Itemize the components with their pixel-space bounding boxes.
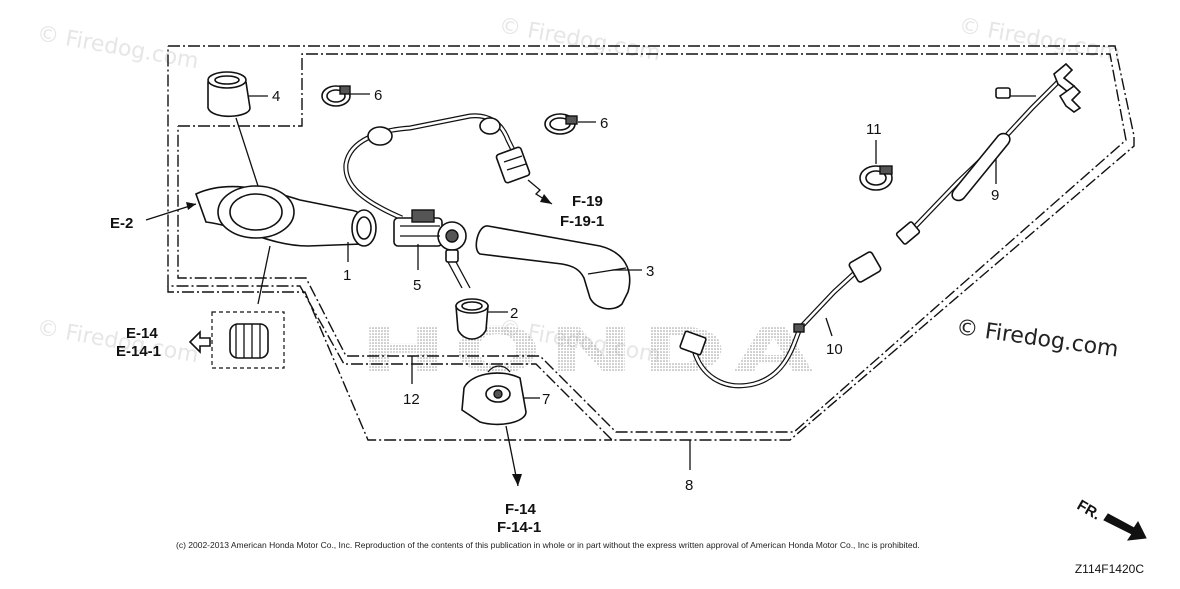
ref-e-14: E-14 (126, 325, 158, 342)
part-6-clamp-left (321, 85, 351, 107)
group-boundary-outer (167, 45, 1135, 441)
callout-2: 2 (510, 305, 518, 322)
part-2-cap (455, 298, 489, 340)
part-6-clamp-right (544, 113, 578, 135)
front-direction-arrow-icon (1103, 513, 1147, 541)
part-7-mount (461, 365, 527, 426)
ref-f-19: F-19 (572, 193, 603, 210)
callout-4: 4 (272, 88, 280, 105)
callout-1: 1 (343, 267, 351, 284)
front-direction-label: FR. (1074, 497, 1103, 524)
part-11-clip (859, 165, 893, 191)
grommet-detail (229, 323, 269, 359)
honda-logo-mark: HONDA (360, 314, 820, 387)
diagram-code: Z114F1420C (1074, 562, 1144, 576)
watermark-text: © Firedog.com (957, 13, 1122, 66)
callout-5: 5 (413, 277, 421, 294)
ref-arrow-icon (188, 330, 211, 354)
ref-e-14-1: E-14-1 (116, 343, 161, 360)
group-boundary-sub (167, 286, 612, 441)
ref-f-14-1: F-14-1 (497, 519, 541, 536)
part-9-wire (895, 62, 1082, 245)
callout-11: 11 (866, 121, 882, 138)
callout-10: 10 (826, 341, 843, 358)
part-3-hose (475, 225, 631, 310)
group-boundary-inner (177, 53, 1127, 433)
callout-6b: 6 (600, 115, 608, 132)
callout-7: 7 (542, 391, 550, 408)
part-1-hose (195, 185, 377, 247)
callout-6a: 6 (374, 87, 382, 104)
ref-f-19-1: F-19-1 (560, 213, 604, 230)
watermark-text: © Firedog.com (35, 21, 200, 74)
callout-3: 3 (646, 263, 654, 280)
callout-9: 9 (991, 187, 999, 204)
part-10-cable (679, 251, 882, 389)
callout-8: 8 (685, 477, 693, 494)
callout-12: 12 (403, 391, 420, 408)
part-4-collar (207, 71, 251, 118)
copyright-notice: (c) 2002-2013 American Honda Motor Co., … (176, 540, 920, 550)
watermark-text: © Firedog.com (35, 315, 200, 368)
ref-e-2: E-2 (110, 215, 133, 232)
ref-f-14: F-14 (505, 501, 537, 518)
sensor-harness (343, 113, 531, 221)
part-5-sensor (393, 209, 471, 289)
watermark-text: © Firedog.com (497, 13, 662, 66)
